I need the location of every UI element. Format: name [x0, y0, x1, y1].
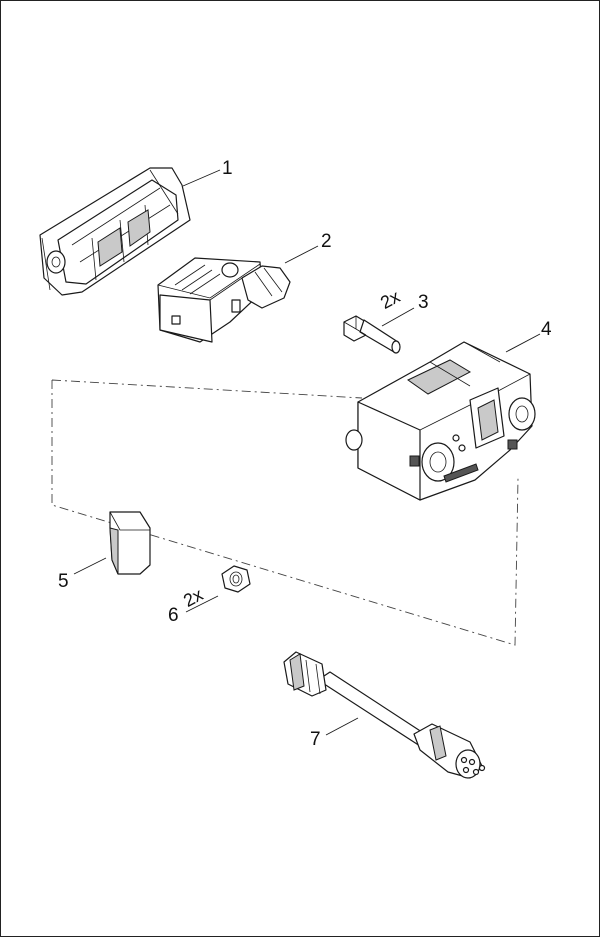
callout-7: 7	[310, 729, 321, 750]
quantity-3: 2x	[377, 286, 403, 313]
leader-1	[182, 169, 221, 187]
part-6-nut	[221, 565, 251, 593]
part-2-control-module	[157, 257, 291, 343]
callout-6: 6	[168, 605, 179, 626]
leader-3	[381, 307, 415, 327]
callout-2: 2	[321, 231, 332, 252]
leader-5	[73, 557, 107, 575]
leader-4	[505, 333, 541, 353]
part-3-bolt	[343, 315, 401, 354]
leader-6	[185, 595, 219, 613]
callout-4: 4	[541, 319, 552, 340]
part-7-cable-assembly	[283, 651, 486, 779]
callout-1: 1	[222, 158, 233, 179]
part-5-end-cap	[109, 511, 151, 575]
assembly-boundary	[51, 379, 519, 646]
callout-3: 3	[418, 292, 429, 313]
quantity-6: 2x	[180, 584, 206, 611]
callout-5: 5	[58, 571, 69, 592]
leader-2	[284, 245, 319, 264]
part-4-main-housing	[345, 341, 536, 501]
part-1-housing-cover	[39, 167, 191, 296]
leader-7	[325, 717, 359, 736]
